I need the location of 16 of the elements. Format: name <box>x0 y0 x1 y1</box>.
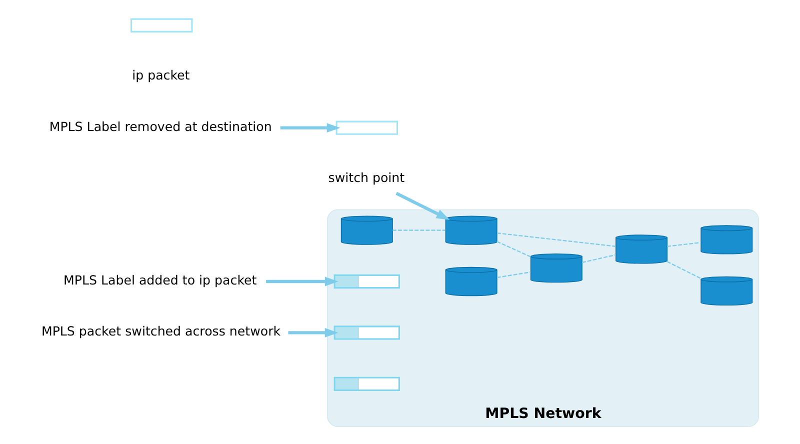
arrow <box>288 328 338 338</box>
arrow <box>266 276 338 286</box>
node-text: MPLS packet switched across network <box>41 324 281 339</box>
connector <box>496 232 616 247</box>
node-text: MPLS Label added to ip packet <box>64 272 257 288</box>
connector <box>667 242 702 247</box>
node-text: MPLS Label removed at destination <box>49 118 272 134</box>
connector <box>496 272 531 278</box>
arrow <box>280 123 340 133</box>
connector <box>582 254 616 264</box>
connector <box>392 230 446 231</box>
connector <box>666 261 702 280</box>
connector <box>496 240 531 258</box>
node-label: ip packet <box>132 68 190 83</box>
node-text: switch point <box>328 170 405 186</box>
arrow <box>396 192 450 220</box>
